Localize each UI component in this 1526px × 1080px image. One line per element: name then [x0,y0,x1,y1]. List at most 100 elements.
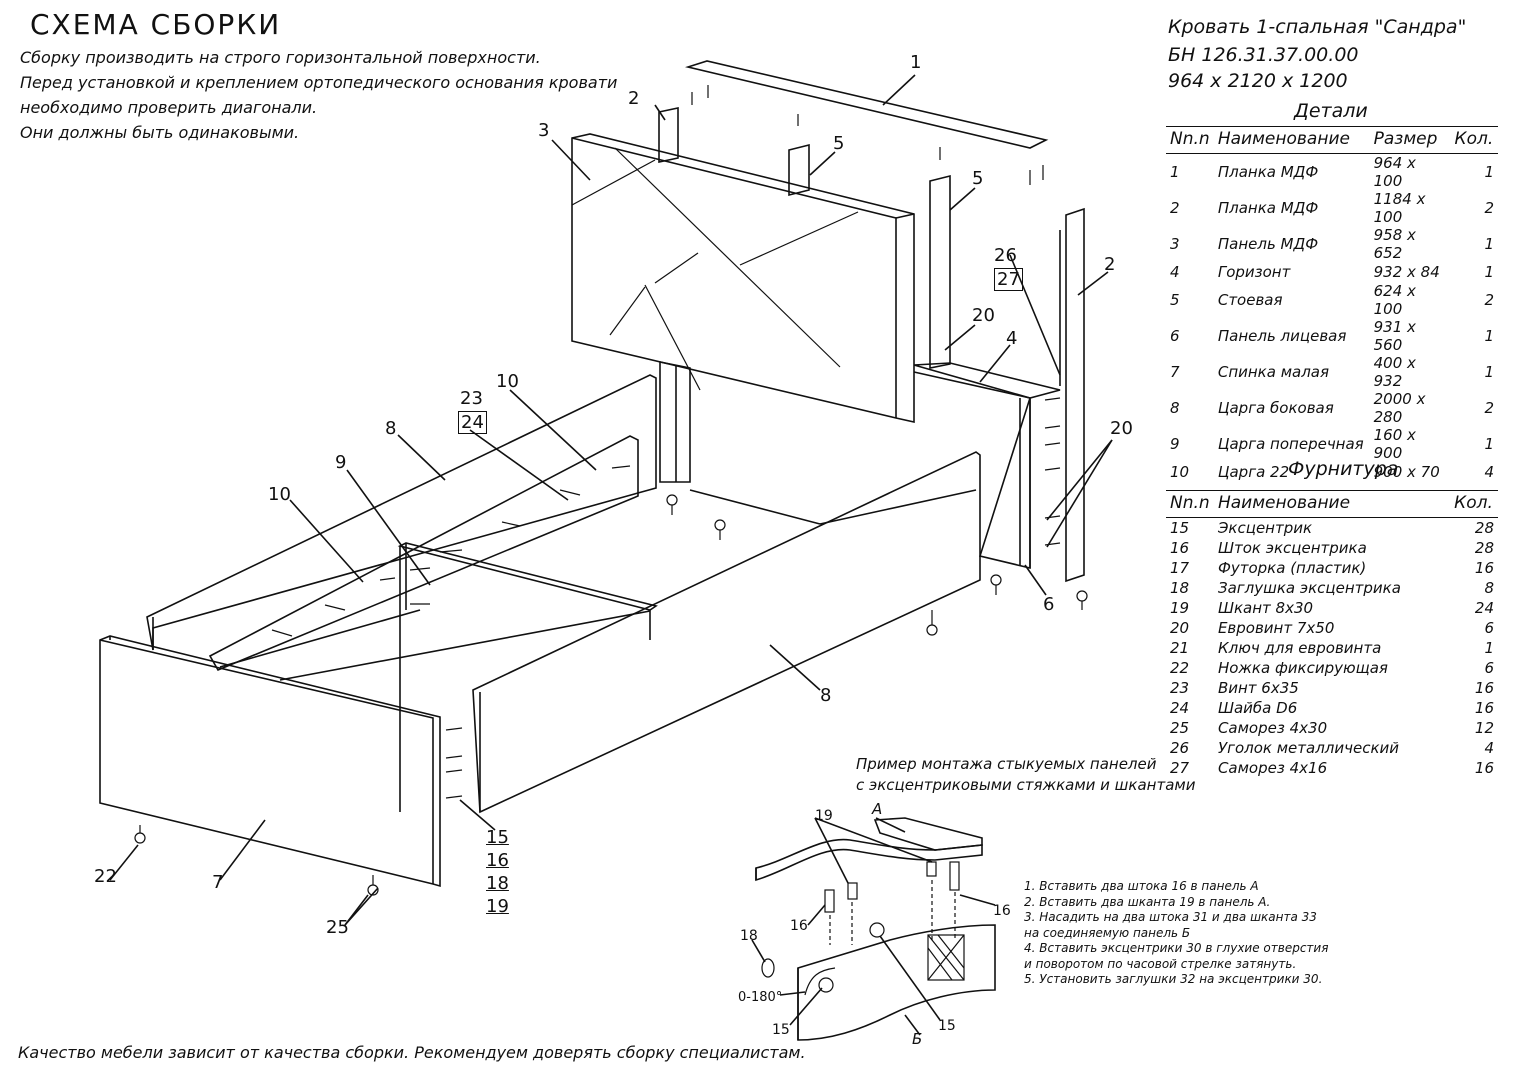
example-callout-15-left: 15 [772,1022,790,1038]
part-1-strip [684,60,1049,149]
part-3-panel [571,133,915,423]
hardware-cell-name: Саморез 4х16 [1217,759,1328,777]
parts-cell-name: Планка МДФ [1217,163,1319,181]
hardware-cell-num: 23 [1170,679,1190,697]
parts-col-size: Размер [1369,126,1451,154]
hardware-row: 27 Саморез 4х16 16 [1166,758,1498,778]
parts-cell-qty: 1 [1484,435,1494,453]
parts-cell-size: 900 х 70 [1373,463,1440,481]
callout-2-left: 2 [628,88,640,109]
hardware-cell-name: Ключ для евровинта [1217,639,1382,657]
parts-cell-qty: 1 [1484,327,1494,345]
parts-cell-qty: 1 [1484,235,1494,253]
panel-b-label: Б [912,1030,923,1048]
parts-cell-num: 1 [1170,163,1180,181]
example-step: 4. Вставить эксцентрики 30 в глухие отве… [1024,941,1329,955]
product-code: БН 126.31.37.00.00 [1168,44,1359,66]
hw-col-num: Nn.n [1166,490,1214,518]
parts-cell-qty: 2 [1484,199,1494,217]
hardware-cell-name: Саморез 4х30 [1217,719,1328,737]
callout-25: 25 [326,917,349,938]
hardware-cell-qty: 6 [1484,659,1494,677]
callout-10-left: 10 [268,484,291,505]
parts-cell-size: 1184 х 100 [1373,190,1426,226]
part-5-upright-right [929,174,951,369]
callout-26: 26 [994,245,1017,266]
example-step: 2. Вставить два шканта 19 в панель А. [1024,894,1271,909]
example-panel-b [797,924,996,1041]
angle-label: 0-180° [738,990,783,1005]
parts-cell-name: Планка МДФ [1217,199,1319,217]
parts-title: Детали [1294,100,1368,122]
hardware-cell-name: Шток эксцентрика [1217,539,1367,557]
hardware-cell-qty: 1 [1484,639,1494,657]
parts-cell-qty: 2 [1484,399,1494,417]
callout-10-right: 10 [496,371,519,392]
example-callout-16-left: 16 [790,918,808,934]
example-callout-16-right: 16 [993,903,1011,919]
parts-cell-qty: 1 [1484,163,1494,181]
callout-2-right: 2 [1104,254,1116,275]
hardware-cell-num: 22 [1170,659,1190,677]
callout-16: 16 [486,850,509,871]
hardware-cell-num: 27 [1170,759,1190,777]
parts-cell-size: 2000 х 280 [1373,390,1426,426]
parts-row: 2 Планка МДФ 1184 х 100 2 [1166,190,1498,226]
hardware-cell-name: Заглушка эксцентрика [1217,579,1401,597]
example-step: 5. Установить заглушки 32 на эксцентрики… [1024,972,1323,986]
parts-cell-num: 7 [1170,363,1180,381]
hardware-cell-num: 17 [1170,559,1190,577]
hardware-cell-qty: 16 [1474,699,1494,717]
callout-27: 27 [994,268,1023,291]
parts-cell-num: 3 [1170,235,1180,253]
callout-1: 1 [910,52,922,73]
callout-24: 24 [458,411,487,434]
hardware-cell-qty: 28 [1474,539,1494,557]
part-8-front-rail [472,451,981,814]
parts-cell-num: 2 [1170,199,1180,217]
parts-cell-name: Панель лицевая [1217,327,1347,345]
hw-col-name: Наименование [1213,490,1451,518]
callout-22: 22 [94,866,117,887]
hardware-cell-num: 25 [1170,719,1190,737]
callout-5-left: 5 [833,133,845,154]
parts-cell-name: Горизонт [1217,263,1291,281]
callout-9: 9 [335,452,347,473]
hardware-cell-name: Шайба D6 [1217,699,1298,717]
hardware-cell-name: Ножка фиксирующая [1217,659,1388,677]
hardware-cell-num: 19 [1170,599,1190,617]
part-5-upright-left [788,143,810,197]
callout-6: 6 [1043,594,1055,615]
hardware-cell-qty: 16 [1474,759,1494,777]
hardware-cell-qty: 16 [1474,559,1494,577]
parts-cell-qty: 1 [1484,363,1494,381]
parts-cell-name: Спинка малая [1217,363,1330,381]
callout-15: 15 [486,827,509,848]
hardware-cell-num: 15 [1170,519,1190,537]
hardware-cell-qty: 24 [1474,599,1494,617]
example-step: 3. Насадить на два штока 31 и два шканта… [1024,910,1317,924]
hardware-cell-name: Евровинт 7х50 [1217,619,1335,637]
example-panel-a [755,838,983,882]
callout-18: 18 [486,873,509,894]
hardware-cell-qty: 4 [1484,739,1494,757]
callout-23: 23 [460,388,483,409]
hardware-cell-name: Винт 6х35 [1217,679,1299,697]
parts-cell-name: Царга 22 [1217,463,1290,481]
